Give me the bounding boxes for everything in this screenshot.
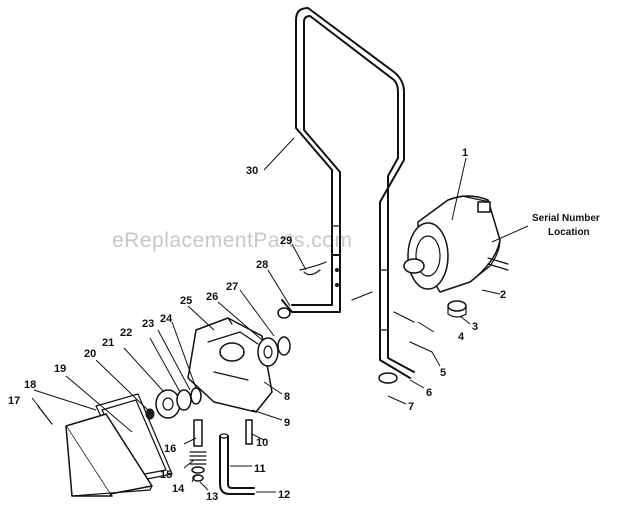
bearing-right	[257, 336, 291, 367]
screw-4	[393, 311, 415, 323]
pump-housing	[187, 317, 273, 413]
part-number-16: 16	[164, 443, 176, 455]
grommet	[447, 300, 467, 318]
screw-5	[409, 341, 433, 353]
leader-lines	[31, 137, 529, 493]
handle-tube	[295, 7, 415, 384]
tube-assembly	[219, 419, 255, 495]
part-number-30: 30	[246, 165, 258, 177]
part-number-10: 10	[256, 437, 268, 449]
part-number-29: 29	[280, 235, 292, 247]
part-number-13: 13	[206, 491, 218, 503]
part-number-labels: 1 2 3 4 5 6 7 8 9 10 11 12 13 14 15 16 1…	[8, 147, 506, 503]
part-number-24: 24	[160, 313, 173, 325]
part-number-23: 23	[142, 318, 154, 330]
serial-number-callout: Serial Number Location	[532, 213, 600, 238]
serial-callout-line-2: Location	[548, 227, 590, 238]
screw-17	[37, 405, 53, 425]
shroud	[65, 413, 153, 497]
part-number-2: 2	[500, 289, 506, 301]
part-number-22: 22	[120, 327, 132, 339]
part-number-11: 11	[254, 463, 266, 475]
part-number-4: 4	[458, 331, 465, 343]
part-number-27: 27	[226, 281, 238, 293]
part-number-18: 18	[24, 379, 36, 391]
motor	[403, 195, 509, 293]
part-number-25: 25	[180, 295, 192, 307]
part-number-26: 26	[206, 291, 218, 303]
part-number-5: 5	[440, 367, 446, 379]
bearing-left	[145, 387, 202, 420]
part-number-21: 21	[102, 337, 114, 349]
pin	[351, 291, 373, 301]
serial-callout-line-1: Serial Number	[532, 213, 600, 224]
part-number-3: 3	[472, 321, 478, 333]
shaft-stack	[189, 419, 207, 482]
part-number-14: 14	[172, 483, 185, 495]
part-number-9: 9	[284, 417, 290, 429]
part-number-28: 28	[256, 259, 268, 271]
part-number-12: 12	[278, 489, 290, 501]
part-number-8: 8	[284, 391, 290, 403]
part-number-20: 20	[84, 348, 96, 360]
part-number-15: 15	[160, 469, 172, 481]
handle-arm	[277, 254, 341, 319]
part-number-19: 19	[54, 363, 66, 375]
watermark: eReplacementParts.com	[112, 229, 352, 252]
retaining-clip	[299, 261, 327, 276]
part-number-7: 7	[408, 401, 414, 413]
part-number-17: 17	[8, 395, 20, 407]
part-number-1: 1	[462, 147, 468, 159]
part-number-6: 6	[426, 387, 432, 399]
